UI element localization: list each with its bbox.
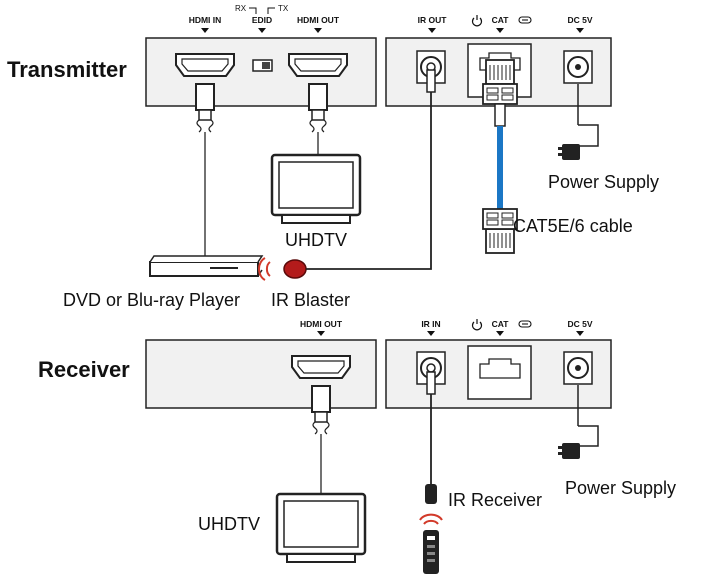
dc-cable-top-bend (577, 124, 599, 150)
remote-button-1 (427, 536, 435, 540)
edid-switch-knob (262, 62, 270, 69)
hdmi-in-plug-icon (195, 83, 215, 133)
hdmi-in-arrow-icon (201, 28, 209, 33)
cable-label: CAT5E/6 cable (513, 216, 633, 236)
dc-label: DC 5V (567, 15, 592, 25)
dc-cable-bottom-bend (577, 425, 599, 448)
ir-receiver-label: IR Receiver (448, 490, 542, 510)
ir-waves-icon (258, 257, 271, 281)
rx-cat-port-icon (479, 358, 521, 379)
edid-arrow-icon (258, 28, 266, 33)
hdmi-in-port-icon (175, 53, 235, 77)
uhdtv-top-label: UHDTV (285, 230, 347, 250)
ir-blaster-cable (306, 90, 432, 270)
dvd-player-label: DVD or Blu-ray Player (63, 290, 240, 310)
dc-jack-icon (563, 50, 593, 84)
ir-in-label: IR IN (421, 319, 440, 329)
rx-hdmi-out-arrow-icon (317, 331, 325, 336)
ir-receiver-icon (425, 484, 437, 504)
hdmi-out-plug-icon (308, 83, 328, 133)
ir-out-plug-icon (426, 69, 436, 93)
power-icon (471, 14, 483, 27)
power-supply-top-label: Power Supply (548, 172, 659, 192)
receiver-title: Receiver (38, 357, 130, 382)
ir-in-plug-icon (426, 371, 436, 395)
power-supply-bottom-icon (558, 443, 580, 459)
edid-tx-bracket (267, 7, 275, 14)
uhdtv-top-icon (270, 153, 362, 225)
uhdtv-bottom-label: UHDTV (198, 514, 260, 534)
cat-arrow-icon (496, 28, 504, 33)
rx-link-icon (518, 320, 532, 328)
rx-dc-jack-icon (563, 351, 593, 385)
remote-ir-waves-icon (419, 513, 443, 525)
ir-in-arrow-icon (427, 331, 435, 336)
edid-tx-label: TX (278, 4, 289, 13)
cat-label: CAT (492, 15, 510, 25)
hdmi-out-port-icon (288, 53, 348, 77)
rx-hdmi-out-port-icon (291, 355, 351, 379)
ir-blaster-icon (283, 259, 307, 279)
ir-out-label: IR OUT (418, 15, 448, 25)
transmitter-title: Transmitter (7, 57, 127, 82)
remote-button-3 (427, 552, 435, 555)
edid-rx-label: RX (235, 4, 247, 13)
ir-blaster-label: IR Blaster (271, 290, 350, 310)
rx-hdmi-out-label: HDMI OUT (300, 319, 343, 329)
edid-label: EDID (252, 15, 272, 25)
cat-plug-top-icon (482, 59, 518, 105)
remote-button-4 (427, 559, 435, 562)
power-supply-top-icon (558, 144, 580, 160)
dc-arrow-icon (576, 28, 584, 33)
ir-out-arrow-icon (428, 28, 436, 33)
dvd-player-icon (149, 261, 259, 277)
hdmi-in-label: HDMI IN (189, 15, 222, 25)
rx-cat-arrow-icon (496, 331, 504, 336)
rx-dc-label: DC 5V (567, 319, 592, 329)
rx-cat-label: CAT (492, 319, 510, 329)
hdmi-out-arrow-icon (314, 28, 322, 33)
rx-power-icon (471, 318, 483, 331)
cat-strain-relief-top (494, 103, 506, 127)
link-icon (518, 16, 532, 24)
edid-rx-bracket (249, 7, 257, 14)
power-supply-bottom-label: Power Supply (565, 478, 676, 498)
dvd-player-top (149, 255, 264, 263)
rx-dc-arrow-icon (576, 331, 584, 336)
remote-button-2 (427, 545, 435, 548)
rx-hdmi-plug-icon (311, 385, 331, 435)
cat-plug-bottom-icon (482, 208, 518, 254)
hdmi-out-label: HDMI OUT (297, 15, 340, 25)
uhdtv-bottom-icon (275, 492, 367, 564)
